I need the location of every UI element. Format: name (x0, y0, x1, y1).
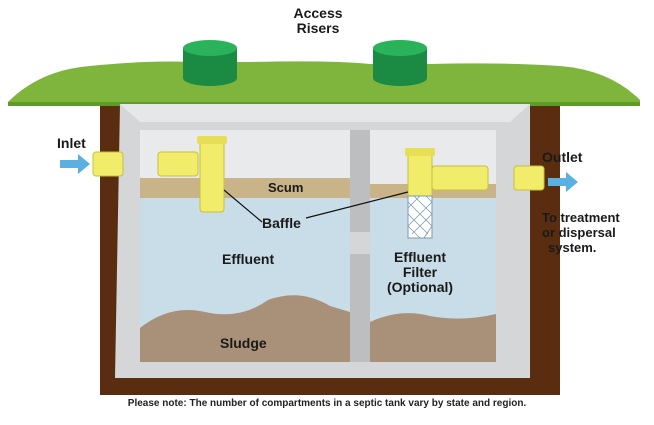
effluent-filter (407, 195, 433, 239)
baffle-leader-left (223, 189, 263, 223)
riser-left (183, 40, 237, 86)
divider-wall-top (350, 130, 370, 232)
riser-right (373, 40, 427, 86)
scum-layer (140, 178, 350, 198)
divider-wall-bottom (350, 254, 370, 362)
filter-label-2: Filter (403, 264, 438, 280)
outlet-pipe (405, 148, 545, 199)
tank-top-shade (120, 104, 530, 122)
inlet-label: Inlet (57, 135, 86, 151)
inlet-pipe (92, 136, 227, 213)
footnote: Please note: The number of compartments … (127, 398, 527, 409)
sludge-label: Sludge (220, 335, 267, 351)
sludge-right (370, 313, 496, 362)
baffle-label: Baffle (262, 215, 301, 231)
outlet-destination-1: To treatment (542, 210, 620, 225)
baffle-leader-right (305, 191, 409, 219)
outlet-destination-2: or dispersal (542, 225, 616, 240)
effluent-label: Effluent (222, 251, 274, 267)
scum-label: Scum (268, 180, 303, 195)
outlet-arrow (548, 172, 578, 192)
outlet-destination-3: system. (548, 240, 596, 255)
filter-label-3: (Optional) (387, 279, 453, 295)
inlet-arrow (60, 154, 90, 174)
sludge-left (140, 295, 350, 362)
filter-label-1: Effluent (394, 249, 446, 265)
access-risers-label-2: Risers (297, 20, 340, 36)
outlet-label: Outlet (542, 149, 583, 165)
access-risers-label-1: Access (293, 5, 342, 21)
grass (8, 61, 640, 104)
